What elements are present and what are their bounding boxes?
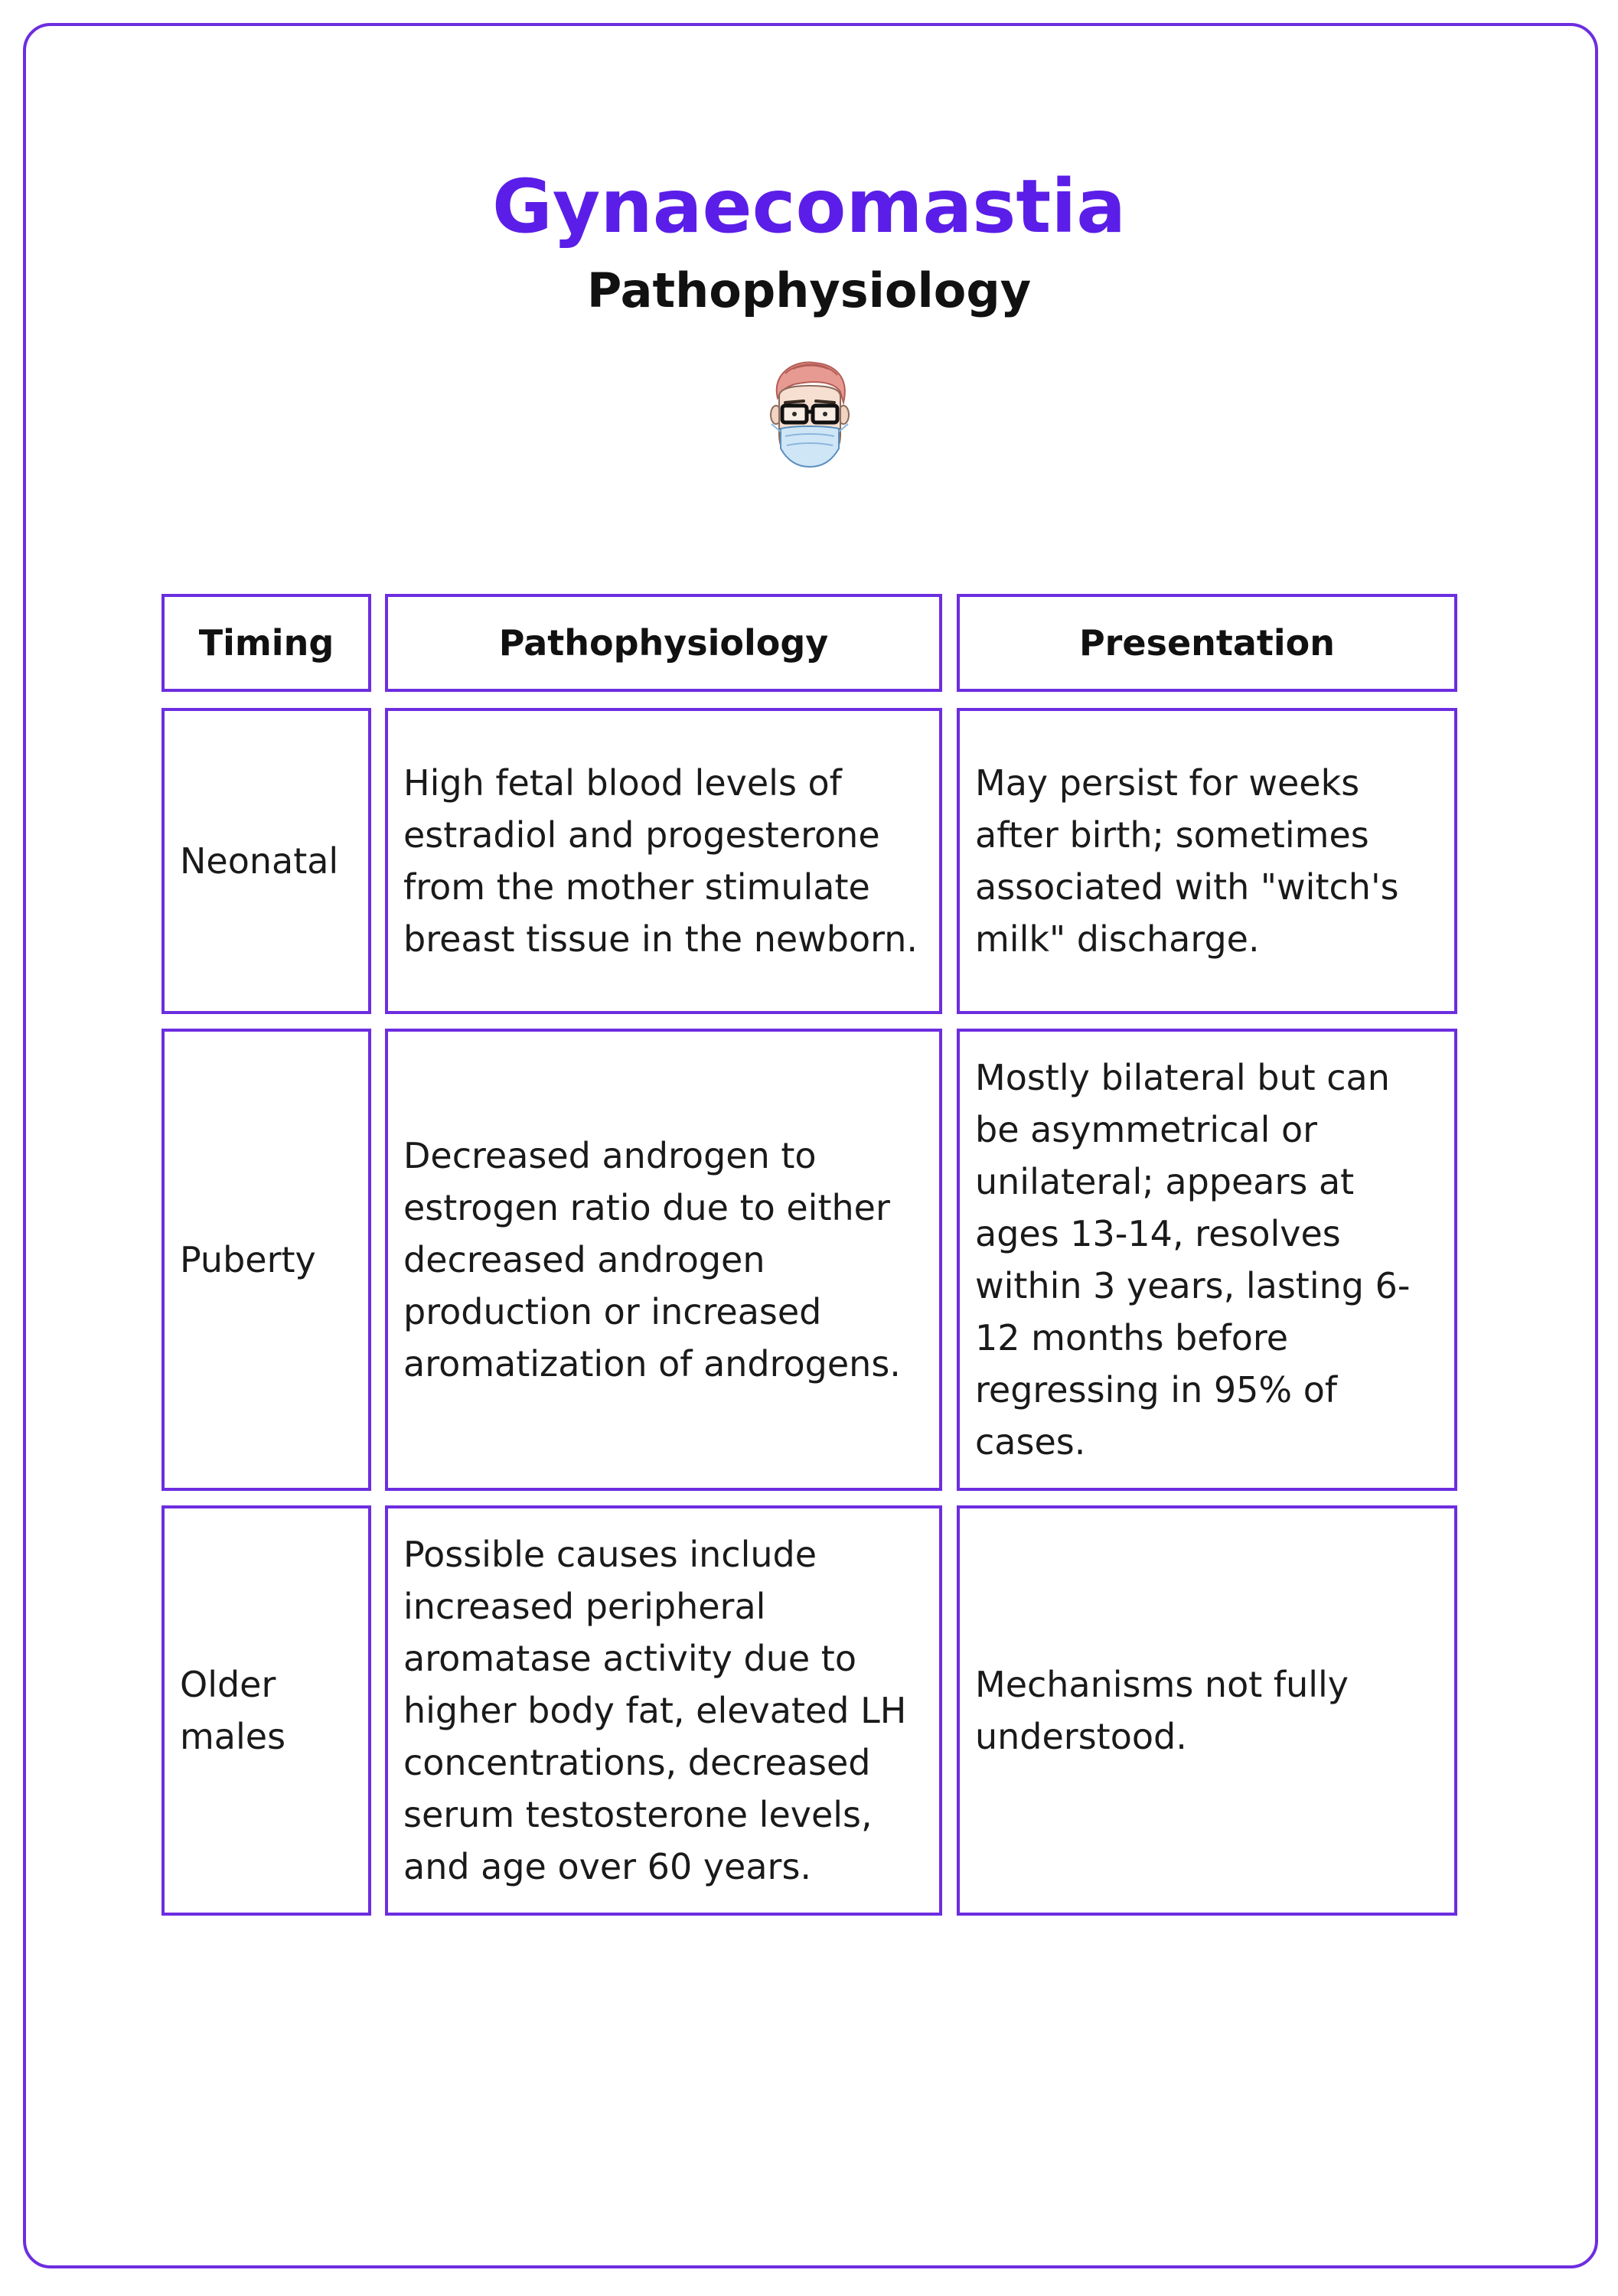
table-cell-presentation: Mechanisms not fully understood. bbox=[957, 1505, 1457, 1916]
table-cell-pathophysiology: High fetal blood levels of estradiol and… bbox=[385, 708, 942, 1014]
page-subtitle: Pathophysiology bbox=[586, 263, 1032, 318]
table-cell-presentation: Mostly bilateral but can be asymmetrical… bbox=[957, 1029, 1457, 1491]
timing-text: Neonatal bbox=[180, 840, 339, 882]
column-header-presentation: Presentation bbox=[957, 594, 1457, 692]
timing-text: Older males bbox=[180, 1664, 286, 1757]
column-header-timing: Timing bbox=[161, 594, 371, 692]
table-cell-pathophysiology: Possible causes include increased periph… bbox=[385, 1505, 942, 1916]
doctor-mask-avatar-icon bbox=[770, 361, 850, 468]
column-header-pathophysiology: Pathophysiology bbox=[385, 594, 942, 692]
column-header-label: Timing bbox=[198, 622, 334, 664]
pathophysiology-text: Decreased androgen to estrogen ratio due… bbox=[403, 1135, 901, 1384]
table-cell-pathophysiology: Decreased androgen to estrogen ratio due… bbox=[385, 1029, 942, 1491]
table-cell-timing: Older males bbox=[161, 1505, 371, 1916]
table-cell-timing: Neonatal bbox=[161, 708, 371, 1014]
timing-text: Puberty bbox=[180, 1239, 316, 1280]
column-header-label: Presentation bbox=[1078, 622, 1336, 664]
page-frame bbox=[23, 23, 1598, 2268]
table-cell-presentation: May persist for weeks after birth; somet… bbox=[957, 708, 1457, 1014]
table-cell-timing: Puberty bbox=[161, 1029, 371, 1491]
page-title: Gynaecomastia bbox=[492, 164, 1126, 249]
presentation-text: Mechanisms not fully understood. bbox=[975, 1664, 1349, 1757]
presentation-text: May persist for weeks after birth; somet… bbox=[975, 762, 1399, 960]
column-header-label: Pathophysiology bbox=[498, 622, 829, 664]
pathophysiology-text: Possible causes include increased periph… bbox=[403, 1534, 907, 1887]
presentation-text: Mostly bilateral but can be asymmetrical… bbox=[975, 1057, 1411, 1463]
pathophysiology-text: High fetal blood levels of estradiol and… bbox=[403, 762, 918, 960]
